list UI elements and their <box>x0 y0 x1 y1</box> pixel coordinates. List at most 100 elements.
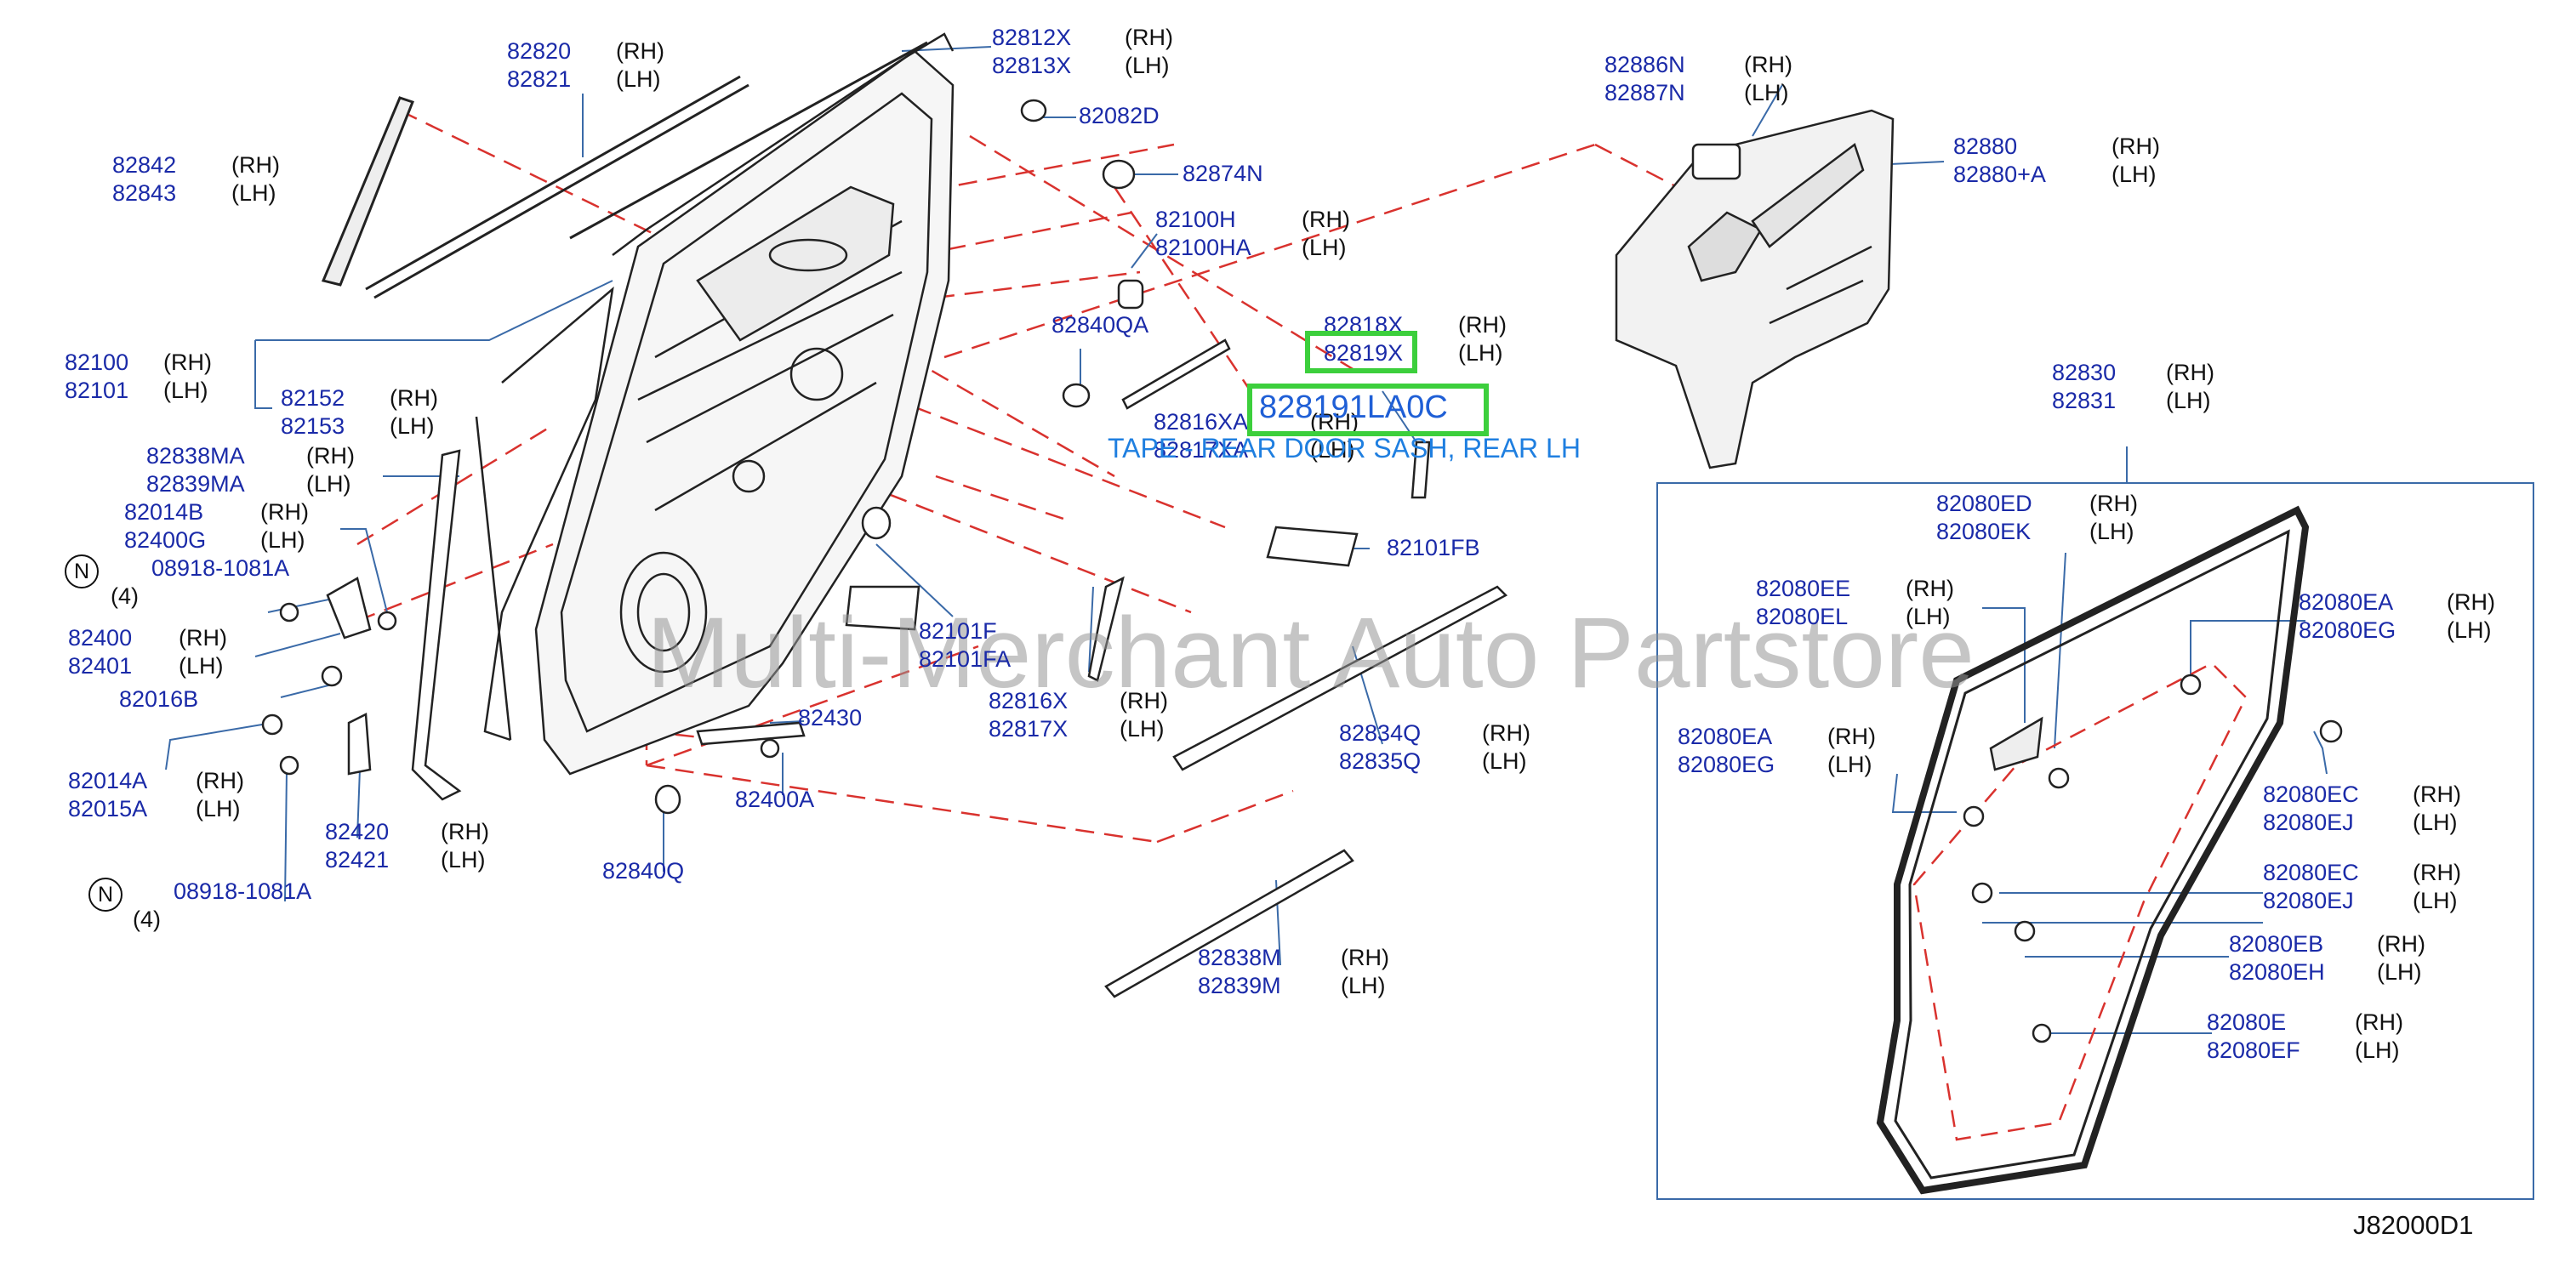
part-number-c23-0[interactable]: 82400A <box>735 787 815 812</box>
part-number-c16-1[interactable]: 82101FA <box>919 646 1012 672</box>
side-label-c34-1: (LH) <box>1827 752 1872 777</box>
part-number-c31-1[interactable]: 82080EK <box>1936 519 2032 544</box>
part-number-c27-1[interactable]: 82839M <box>1198 973 1281 998</box>
part-number-c28-1[interactable]: 82887N <box>1604 80 1685 105</box>
part-number-c01-0[interactable]: 82820 <box>507 38 572 64</box>
door-weatherstrip <box>1876 505 2343 1195</box>
part-number-c20-1[interactable]: 82835Q <box>1339 748 1422 774</box>
part-number-c09-1[interactable]: 82101 <box>65 378 129 403</box>
side-label-c33-1: (LH) <box>2447 617 2492 643</box>
part-number-c38-1[interactable]: 82080EF <box>2207 1037 2300 1063</box>
part-number-c10-1[interactable]: 82153 <box>281 413 345 439</box>
side-label-c20-1: (LH) <box>1482 748 1527 774</box>
part-number-c26-0[interactable]: 08918-1081A <box>174 878 312 904</box>
part-number-c29-0[interactable]: 82880 <box>1953 134 2018 159</box>
watermark: Multi-Merchant Auto Partstore <box>647 597 1975 709</box>
side-label-c37-0: (RH) <box>2377 931 2425 957</box>
side-label-c12-1: (LH) <box>306 471 351 497</box>
part-number-c11-1[interactable]: 82817XA <box>1154 437 1249 463</box>
side-label-c19-1: (LH) <box>1120 716 1165 742</box>
part-number-c01-1[interactable]: 82821 <box>507 66 572 92</box>
side-label-c13-1: (LH) <box>260 527 305 553</box>
part-number-c06-0[interactable]: 82100H <box>1155 207 1236 232</box>
part-number-c13-1[interactable]: 82400G <box>124 527 207 553</box>
part-number-c16-0[interactable]: 82101F <box>919 618 997 644</box>
side-label-c01-0: (RH) <box>616 38 664 64</box>
side-label-c17-0: (RH) <box>179 625 227 651</box>
part-number-c34-0[interactable]: 82080EA <box>1678 724 1773 749</box>
side-label-c30-0: (RH) <box>2166 360 2214 385</box>
part-number-c30-1[interactable]: 82831 <box>2052 388 2117 413</box>
part-number-c36-1[interactable]: 82080EJ <box>2263 888 2354 913</box>
side-label-c09-1: (LH) <box>163 378 208 403</box>
part-number-c12-1[interactable]: 82839MA <box>146 471 245 497</box>
part-number-c22-1[interactable]: 82015A <box>68 796 148 821</box>
part-number-c11-0[interactable]: 82816XA <box>1154 409 1249 435</box>
side-label-c35-0: (RH) <box>2413 782 2461 807</box>
part-number-c18-0[interactable]: 82016B <box>119 686 199 712</box>
part-number-c09-0[interactable]: 82100 <box>65 350 129 375</box>
part-number-c24-1[interactable]: 82421 <box>325 847 390 873</box>
part-number-c10-0[interactable]: 82152 <box>281 385 345 411</box>
side-label-c24-1: (LH) <box>441 847 486 873</box>
part-number-c02-1[interactable]: 82813X <box>992 53 1072 78</box>
part-number-c17-1[interactable]: 82401 <box>68 653 133 679</box>
part-number-c32-0[interactable]: 82080EE <box>1756 576 1851 601</box>
part-number-c36-0[interactable]: 82080EC <box>2263 860 2359 885</box>
side-label-c38-0: (RH) <box>2355 1009 2403 1035</box>
side-label-c29-0: (RH) <box>2112 134 2160 159</box>
part-number-c17-0[interactable]: 82400 <box>68 625 133 651</box>
part-number-c31-0[interactable]: 82080ED <box>1936 491 2032 516</box>
side-label-c22-0: (RH) <box>196 768 244 793</box>
part-number-c27-0[interactable]: 82838M <box>1198 945 1281 970</box>
part-number-c38-0[interactable]: 82080E <box>2207 1009 2287 1035</box>
part-number-c19-1[interactable]: 82817X <box>989 716 1069 742</box>
part-number-c07-0[interactable]: 82840QA <box>1051 312 1149 338</box>
figure-code: J82000D1 <box>2353 1210 2474 1240</box>
side-label-c05-0: (RH) <box>231 152 280 178</box>
part-number-c25-0[interactable]: 82840Q <box>602 858 685 884</box>
part-number-c33-0[interactable]: 82080EA <box>2299 589 2394 615</box>
part-number-c04-0[interactable]: 82874N <box>1183 161 1263 186</box>
part-number-c14-0[interactable]: 82101FB <box>1387 535 1480 560</box>
side-label-c24-0: (RH) <box>441 819 489 844</box>
part-number-c21-0[interactable]: 82430 <box>798 705 863 730</box>
part-number-c24-0[interactable]: 82420 <box>325 819 390 844</box>
part-number-c19-0[interactable]: 82816X <box>989 688 1069 713</box>
highlighted-part-box[interactable] <box>1247 384 1489 436</box>
weatherstrip-inset-frame <box>1656 482 2534 1200</box>
part-number-c37-0[interactable]: 82080EB <box>2229 931 2324 957</box>
part-number-c12-0[interactable]: 82838MA <box>146 443 245 469</box>
part-number-c34-1[interactable]: 82080EG <box>1678 752 1775 777</box>
side-label-c34-0: (RH) <box>1827 724 1876 749</box>
part-number-c05-0[interactable]: 82842 <box>112 152 177 178</box>
rear-door-shell <box>475 32 955 776</box>
part-number-c29-1[interactable]: 82880+A <box>1953 162 2046 187</box>
part-number-c15-0[interactable]: 08918-1081A <box>151 555 290 581</box>
part-number-c08-1[interactable]: 82819X <box>1324 340 1404 366</box>
side-label-c05-1: (LH) <box>231 180 276 206</box>
side-label-c01-1: (LH) <box>616 66 661 92</box>
part-number-c28-0[interactable]: 82886N <box>1604 52 1685 77</box>
part-number-c33-1[interactable]: 82080EG <box>2299 617 2396 643</box>
note-symbol-1: N <box>65 554 99 588</box>
part-number-c13-0[interactable]: 82014B <box>124 499 204 525</box>
part-number-c05-1[interactable]: 82843 <box>112 180 177 206</box>
quantity-label-c26: (4) <box>133 907 161 932</box>
side-label-c02-1: (LH) <box>1125 53 1170 78</box>
part-number-c02-0[interactable]: 82812X <box>992 25 1072 50</box>
part-number-c06-1[interactable]: 82100HA <box>1155 235 1251 260</box>
part-number-c03-0[interactable]: 82082D <box>1079 103 1160 128</box>
part-number-c37-1[interactable]: 82080EH <box>2229 959 2325 985</box>
part-number-c22-0[interactable]: 82014A <box>68 768 148 793</box>
side-label-c33-0: (RH) <box>2447 589 2495 615</box>
part-number-c35-0[interactable]: 82080EC <box>2263 782 2359 807</box>
highlighted-part-number[interactable]: 828191LA0C <box>1259 389 1448 425</box>
side-label-c32-1: (LH) <box>1906 604 1951 629</box>
part-number-c20-0[interactable]: 82834Q <box>1339 720 1422 746</box>
side-label-c32-0: (RH) <box>1906 576 1954 601</box>
part-number-c35-1[interactable]: 82080EJ <box>2263 810 2354 835</box>
part-number-c32-1[interactable]: 82080EL <box>1756 604 1849 629</box>
part-number-c30-0[interactable]: 82830 <box>2052 360 2117 385</box>
